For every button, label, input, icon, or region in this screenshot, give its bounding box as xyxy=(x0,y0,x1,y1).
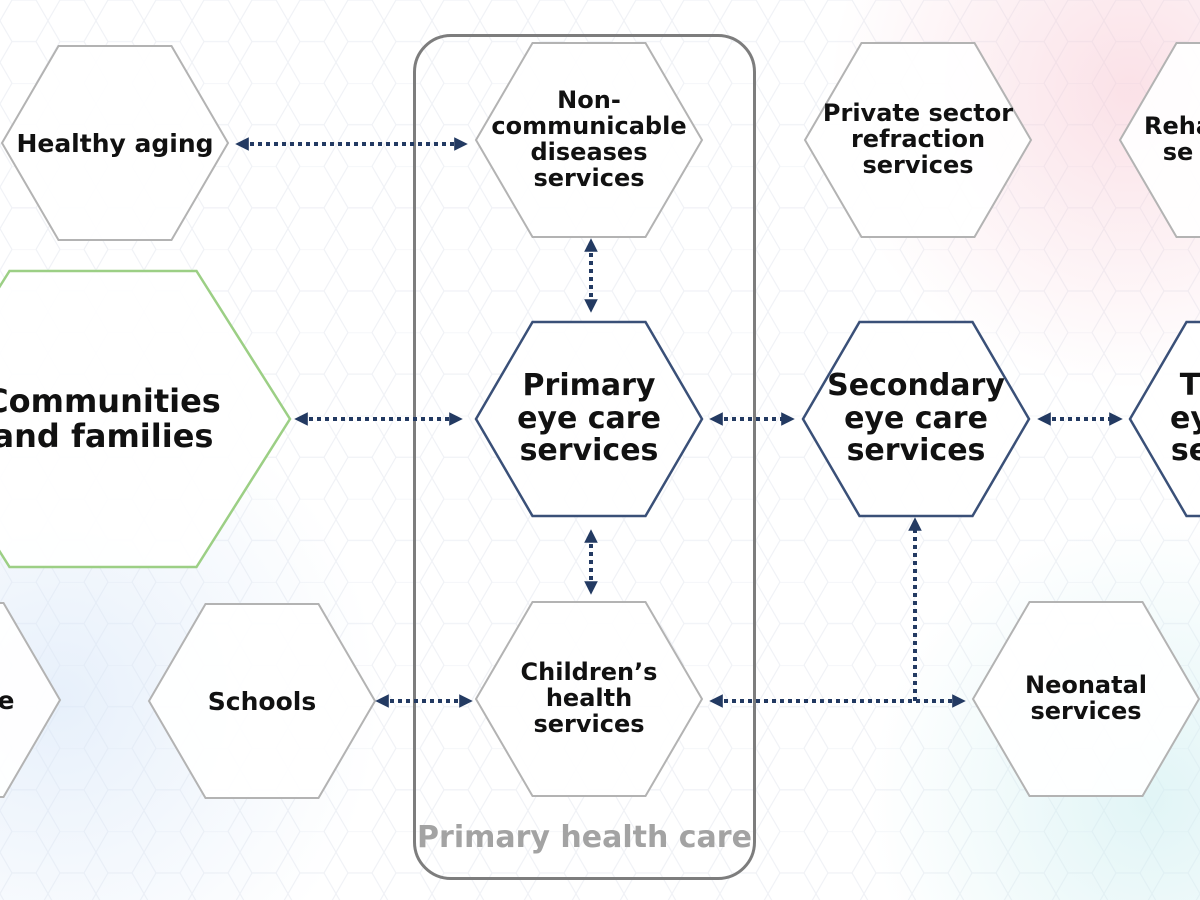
node-label-rehab: Rehase xyxy=(1143,112,1200,166)
primary-health-care-label: Primary health care xyxy=(417,820,752,855)
hexagon-neonatal xyxy=(971,601,1200,797)
node-label-schools: Schools xyxy=(207,686,317,716)
primary-health-care-frame xyxy=(413,34,756,880)
hexagon-private-sector xyxy=(803,42,1033,238)
hexagon-tertiary xyxy=(1128,320,1200,518)
hexagon-healthy-aging xyxy=(0,45,230,241)
node-label-healthy-aging: Healthy aging xyxy=(16,128,214,158)
hexagon-rehab xyxy=(1118,42,1200,238)
hexagon-schools xyxy=(147,603,377,799)
hexagon-children xyxy=(474,601,704,797)
node-label-tertiary: Teyse xyxy=(1170,368,1200,469)
hexagon-ncd xyxy=(474,42,704,238)
hexagon-secondary xyxy=(801,320,1031,518)
hexagon-primary xyxy=(474,320,704,518)
hexagon-communities xyxy=(0,269,292,569)
node-label-left-partial: e xyxy=(0,685,15,715)
hexagon-left-partial xyxy=(0,602,62,798)
